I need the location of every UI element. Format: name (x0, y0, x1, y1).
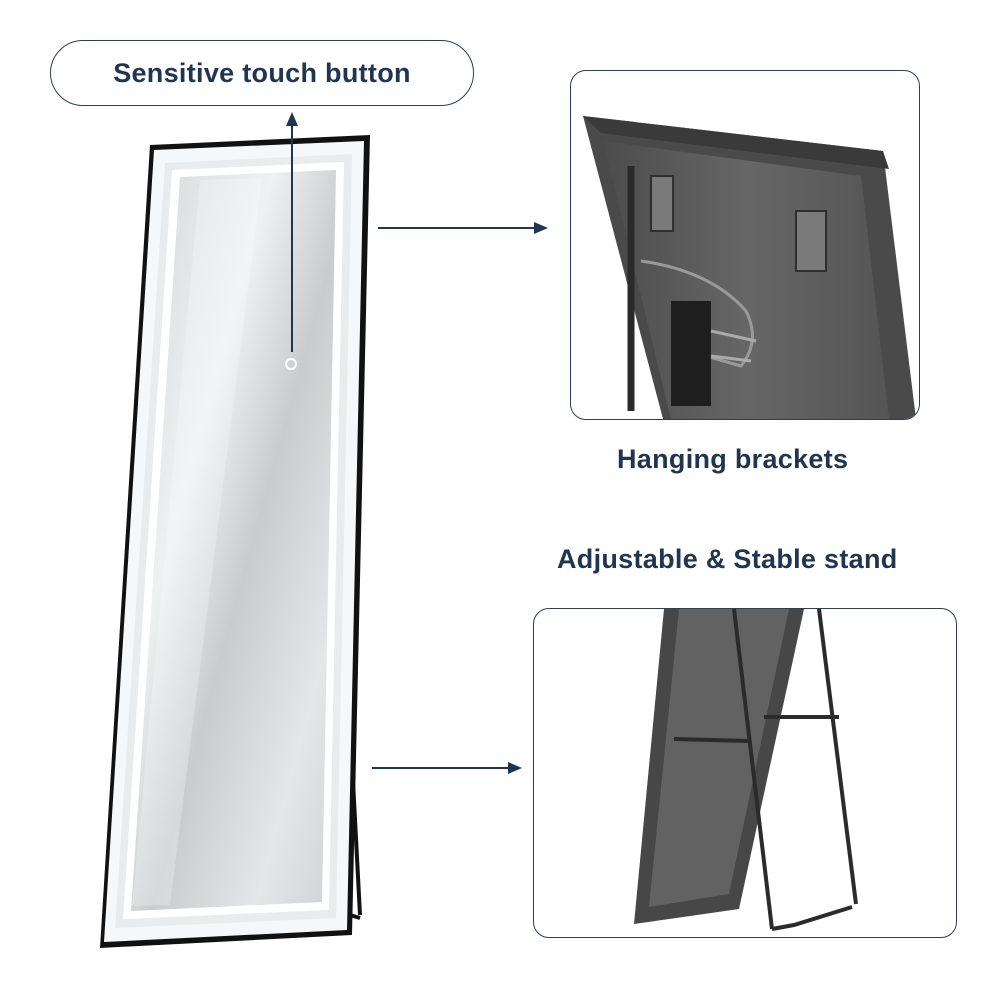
arrow-right-icon (378, 222, 548, 234)
hanging-brackets-caption: Hanging brackets (617, 444, 849, 474)
touch-pointer (286, 112, 298, 352)
bracket-right (795, 210, 827, 272)
circle-touch-icon[interactable] (285, 358, 297, 370)
stand-caption: Adjustable & Stable stand (557, 544, 898, 574)
stand-photo (533, 608, 957, 938)
hanging-brackets-photo (570, 70, 920, 420)
stand-legs (673, 609, 858, 931)
arrow-right-icon (372, 762, 522, 774)
touch-button-label: Sensitive touch button (50, 40, 474, 106)
bracket-left (650, 175, 674, 232)
mirror-body (100, 135, 370, 948)
